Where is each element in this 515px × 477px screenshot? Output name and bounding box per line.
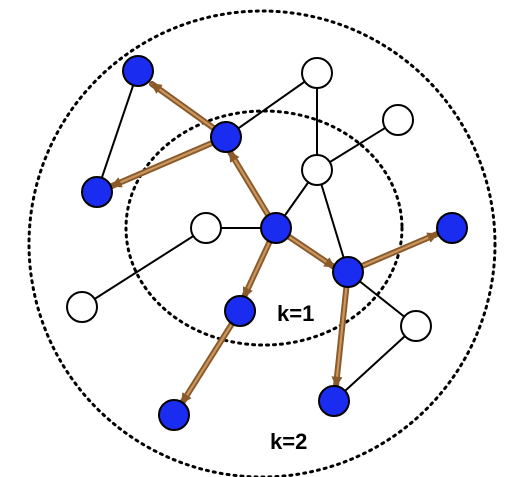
propagation-arrow bbox=[179, 308, 243, 406]
graph-edge bbox=[333, 325, 417, 402]
propagation-arrow bbox=[109, 134, 229, 189]
active-node bbox=[224, 295, 256, 327]
active-node bbox=[122, 55, 154, 87]
inactive-node bbox=[301, 57, 333, 89]
active-node bbox=[210, 121, 242, 153]
graph-nodes bbox=[66, 55, 468, 431]
active-node bbox=[81, 176, 113, 208]
active-node bbox=[332, 256, 364, 288]
graph-edge bbox=[316, 169, 349, 273]
active-node bbox=[318, 385, 350, 417]
inactive-node bbox=[301, 154, 333, 186]
inactive-node bbox=[190, 212, 222, 244]
graph-edge bbox=[225, 72, 318, 138]
k2-label: k=2 bbox=[270, 429, 307, 454]
outer-hop-boundary bbox=[27, 9, 497, 477]
graph-edges bbox=[81, 70, 417, 402]
k1-label: k=1 bbox=[277, 301, 314, 326]
inactive-node bbox=[66, 291, 98, 323]
active-node-center bbox=[260, 212, 292, 244]
active-node bbox=[158, 399, 190, 431]
propagation-arrow bbox=[331, 269, 351, 389]
active-node bbox=[436, 212, 468, 244]
inactive-node bbox=[400, 310, 432, 342]
inactive-node bbox=[382, 104, 414, 136]
graph-edge bbox=[81, 227, 207, 308]
graph-edge bbox=[96, 70, 139, 193]
propagation-arrow bbox=[345, 231, 440, 275]
